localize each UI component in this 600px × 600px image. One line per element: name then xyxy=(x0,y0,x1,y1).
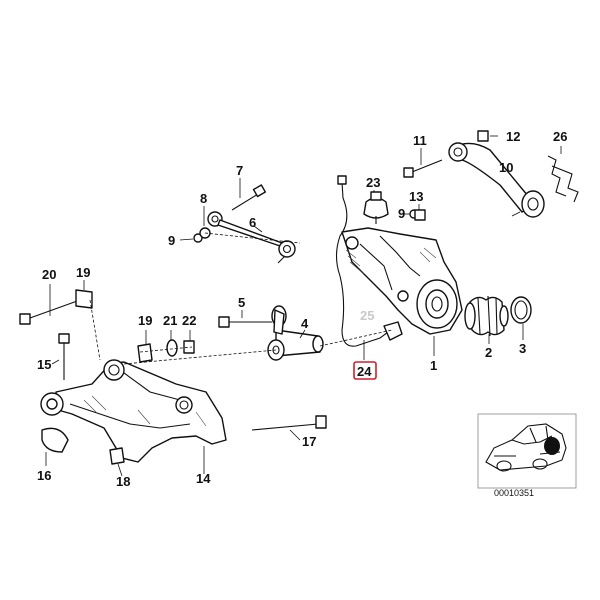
callout-9-right: 9 xyxy=(398,206,405,221)
ring-3 xyxy=(510,296,532,324)
callout-21: 21 xyxy=(163,313,177,328)
callout-10: 10 xyxy=(499,160,513,175)
callout-2: 2 xyxy=(485,345,492,360)
callout-20: 20 xyxy=(42,267,56,282)
clip-26 xyxy=(547,155,579,203)
callout-9-left: 9 xyxy=(168,233,175,248)
callout-12: 12 xyxy=(506,129,520,144)
callout-1: 1 xyxy=(430,358,437,373)
eccentric-washer-19a xyxy=(75,289,93,309)
callout-25: 25 xyxy=(360,308,374,323)
toe-link-4 xyxy=(267,305,324,361)
callout-23: 23 xyxy=(366,175,380,190)
bolt-15 xyxy=(58,333,70,380)
drive-shaft-boot-2 xyxy=(464,295,509,337)
callout-26: 26 xyxy=(553,129,567,144)
bolt-5 xyxy=(218,316,272,328)
wheel-carrier-1 xyxy=(341,227,463,335)
callout-14: 14 xyxy=(196,471,211,486)
nut-18 xyxy=(109,447,125,465)
car-locator-icon xyxy=(477,413,577,489)
callout-22: 22 xyxy=(182,313,196,328)
rubber-mount-23 xyxy=(363,191,389,224)
abs-sensor-24 xyxy=(335,175,403,347)
lower-control-arm-14 xyxy=(40,359,227,463)
bolt-13 xyxy=(414,209,426,221)
upper-arm-10 xyxy=(448,142,545,218)
link-6 xyxy=(207,211,296,264)
nut-9-left xyxy=(193,233,203,243)
callout-6: 6 xyxy=(249,215,256,230)
callout-17: 17 xyxy=(302,434,316,449)
callout-15: 15 xyxy=(37,357,51,372)
reference-code: 00010351 xyxy=(494,488,534,498)
bolt-17 xyxy=(251,415,327,431)
bolt-20 xyxy=(19,299,81,325)
bushing-16 xyxy=(41,427,69,453)
callout-18: 18 xyxy=(116,474,130,489)
callout-3: 3 xyxy=(519,341,526,356)
eccentric-washer-19b xyxy=(137,343,153,363)
nut-12 xyxy=(477,130,489,142)
callout-19-upper: 19 xyxy=(76,265,90,280)
highlight-box-24 xyxy=(353,361,377,380)
washer-21 xyxy=(166,339,178,357)
bolt-11 xyxy=(403,159,443,178)
callout-5: 5 xyxy=(238,295,245,310)
callout-13: 13 xyxy=(409,189,423,204)
nut-22 xyxy=(183,340,195,354)
callout-11: 11 xyxy=(413,133,427,148)
callout-4: 4 xyxy=(301,316,309,331)
callout-16: 16 xyxy=(37,468,51,483)
callout-8: 8 xyxy=(200,191,207,206)
callout-7: 7 xyxy=(236,163,243,178)
callout-19-lower: 19 xyxy=(138,313,152,328)
bolt-7 xyxy=(231,184,267,211)
callout-24: 24 xyxy=(357,364,372,379)
